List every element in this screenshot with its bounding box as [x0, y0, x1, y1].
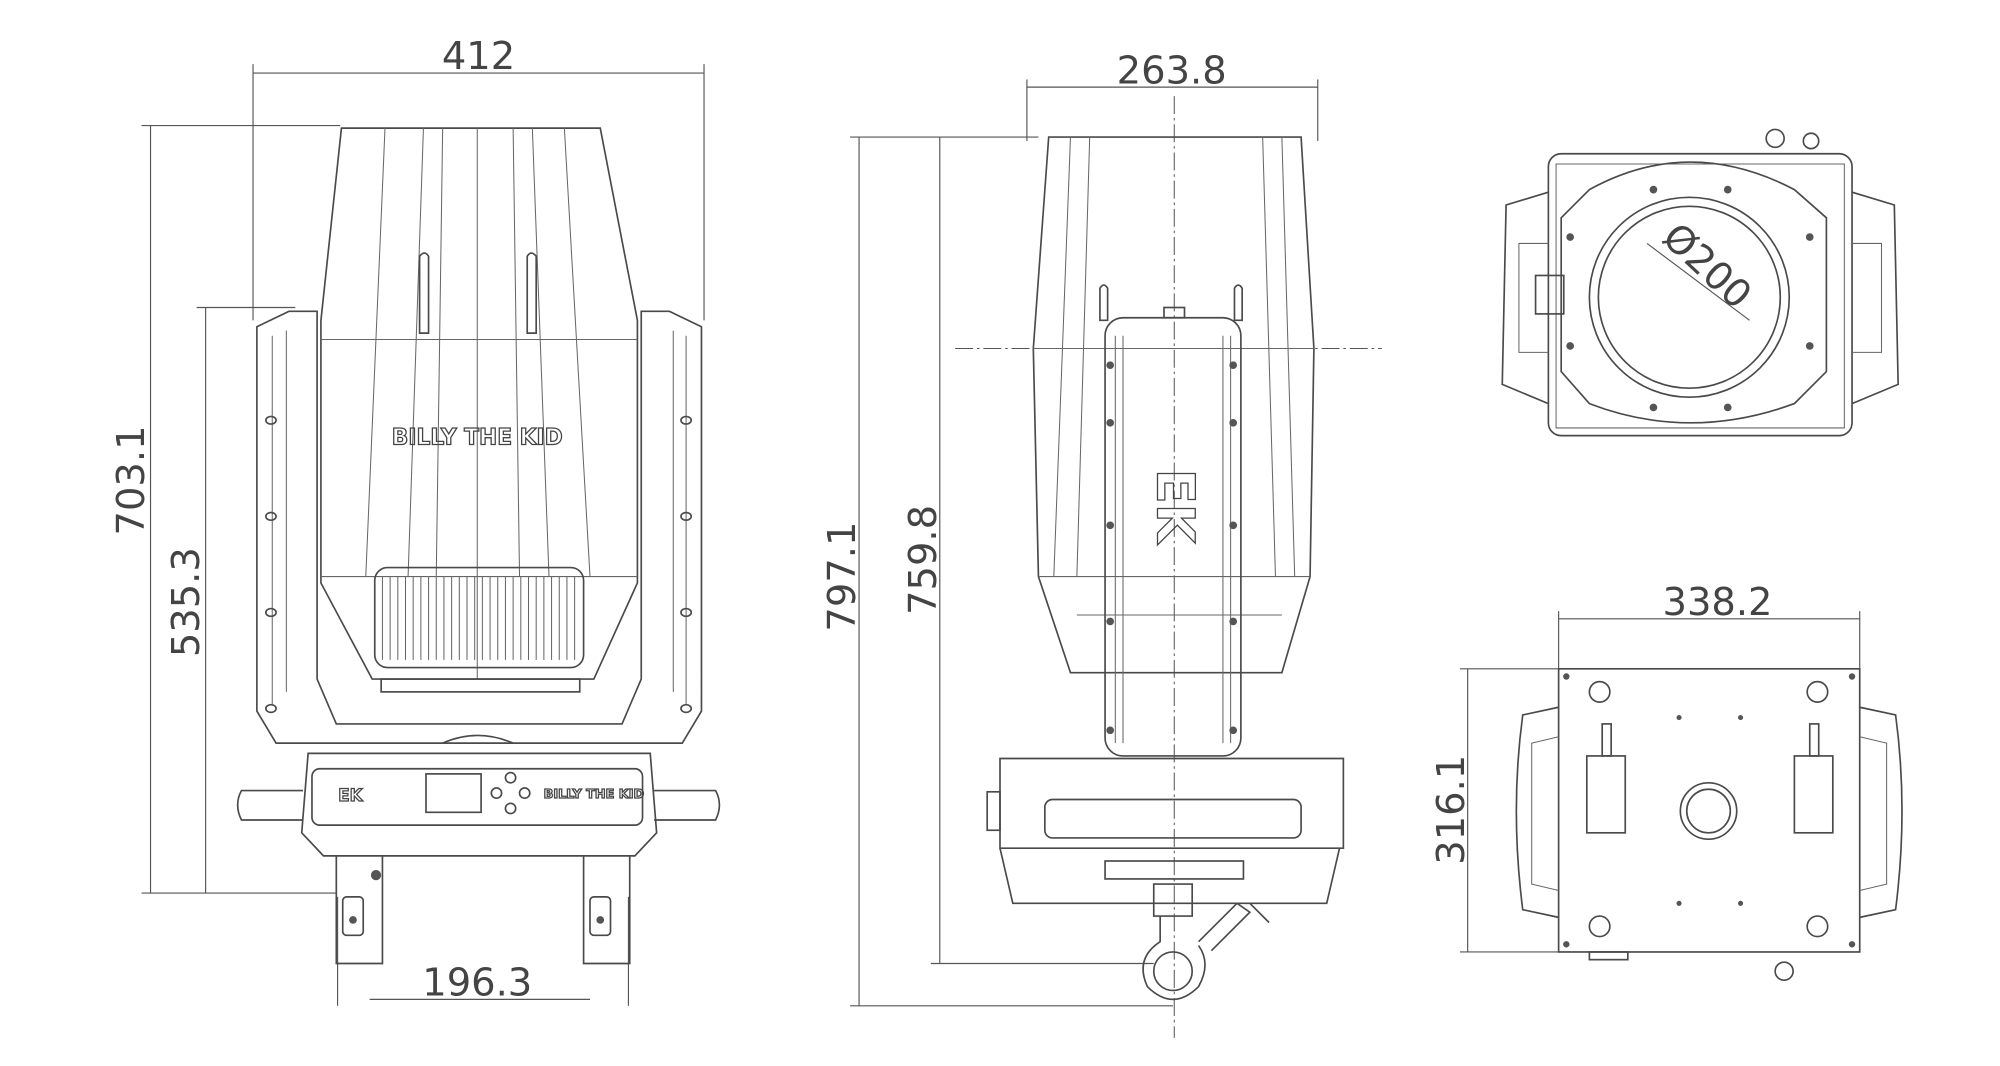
- base-front: EK BILLY THE KID: [236, 752, 721, 857]
- dimension-label: 196.3: [422, 961, 532, 1006]
- dimension-width-338: 338.2: [1558, 580, 1861, 669]
- yoke-side: EK: [1104, 306, 1242, 757]
- dimension-label: 703.1: [109, 425, 154, 535]
- heat-sink-fins: [381, 576, 576, 660]
- fixture-head-side: [1032, 136, 1315, 674]
- lens: [1597, 205, 1782, 390]
- legs-front: [335, 855, 631, 965]
- dimension-legs-196: 196.3: [337, 896, 630, 1006]
- billy-the-kid-small-logo: BILLY THE KID: [544, 787, 645, 802]
- dimension-label: 338.2: [1662, 580, 1772, 625]
- dimension-label: 263.8: [1117, 48, 1227, 93]
- side-view: 263.8 797.1 759.8 EK: [820, 48, 1382, 1038]
- yoke-front: [256, 310, 703, 744]
- diameter-label: Ø200: [1654, 215, 1760, 319]
- base-side: [986, 757, 1345, 905]
- dimension-label: 759.8: [901, 505, 946, 615]
- billy-the-kid-logo: BILLY THE KID: [392, 426, 563, 451]
- clamp: [1142, 883, 1270, 1001]
- dimension-depth-316: 316.1: [1429, 668, 1559, 953]
- dimension-label: 412: [442, 34, 515, 79]
- dimension-height-759: 759.8: [901, 137, 1154, 965]
- front-view: 412 703.1 535.3 196.3: [109, 34, 721, 1006]
- dimension-height-703: 703.1: [109, 124, 341, 894]
- dimension-label: 535.3: [164, 547, 209, 657]
- dimension-width-263: 263.8: [1026, 48, 1319, 141]
- dimension-height-535: 535.3: [164, 306, 296, 894]
- dimension-height-797: 797.1: [820, 136, 1173, 1007]
- dimension-label: 797.1: [820, 522, 865, 632]
- dimension-width-412: 412: [252, 34, 705, 321]
- display-screen: [425, 773, 482, 814]
- center-mount-hole: [1679, 782, 1738, 841]
- ek-logo-vertical: EK: [1145, 469, 1205, 546]
- dimension-label: 316.1: [1429, 755, 1474, 865]
- control-buttons: [490, 771, 531, 815]
- bottom-view: 338.2 316.1: [1429, 580, 1903, 981]
- ek-logo: EK: [338, 786, 363, 805]
- top-view: Ø200: [1501, 128, 1900, 437]
- fixture-head-front: BILLY THE KID: [320, 127, 639, 693]
